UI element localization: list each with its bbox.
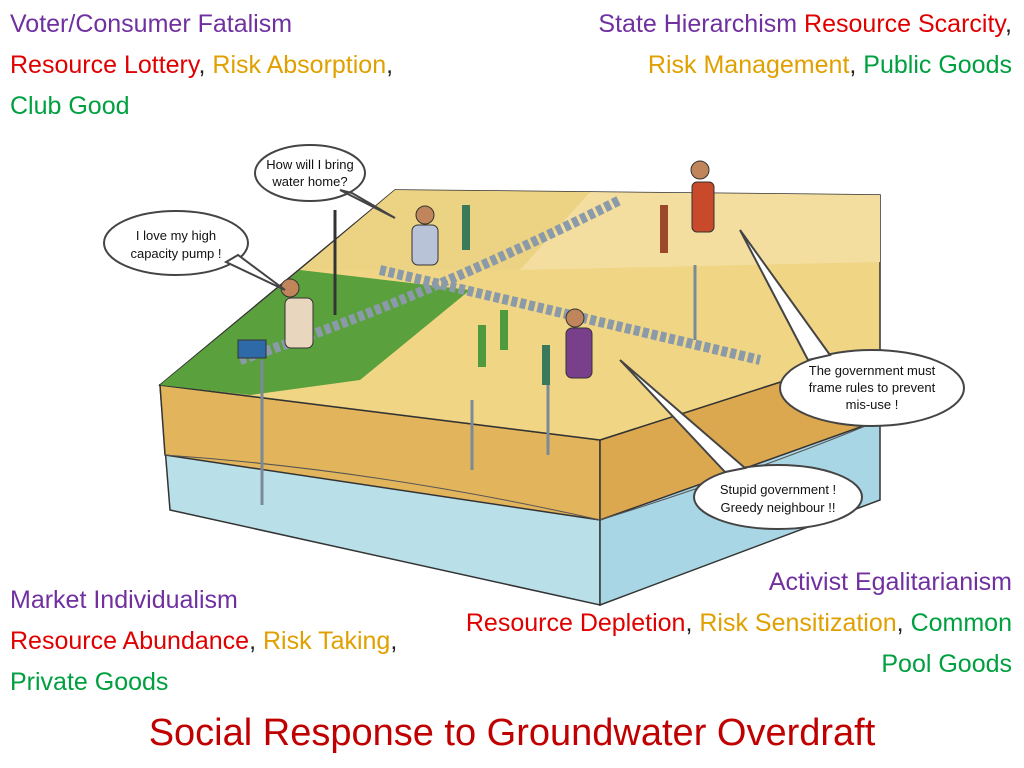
water-table-line: [164, 419, 881, 521]
hierarchism-resource: Resource Scarcity: [804, 10, 1006, 38]
hierarchism-goods: Public Goods: [863, 51, 1012, 79]
caption-hierarchism: State Hierarchism Resource Scarcity, Ris…: [572, 4, 1012, 86]
hierarchist-bubble-line3: mis-use !: [846, 397, 899, 412]
hierarchist-figure-body: [691, 181, 715, 233]
caption-fatalism: Voter/Consumer Fatalism Resource Lottery…: [10, 4, 430, 127]
hand-pump-hierarchist: [660, 205, 668, 253]
hand-pump-egalitarian: [542, 345, 550, 385]
hierarchist-speech-bubble: The government must frame rules to preve…: [739, 229, 965, 427]
individualism-heading: Market Individualism: [10, 586, 238, 614]
fatalist-speech-bubble: How will I bring water home?: [254, 144, 396, 219]
egalitarianism-goods: Common Pool Goods: [881, 609, 1012, 678]
hierarchism-sep2: ,: [849, 51, 857, 79]
caption-individualism: Market Individualism Resource Abundance,…: [10, 580, 450, 703]
fatalist-figure-head: [415, 205, 435, 225]
egalitarianism-heading: Activist Egalitarianism: [768, 568, 1012, 596]
stone-wall-2: [378, 265, 762, 365]
egalitarian-speech-bubble: Stupid government ! Greedy neighbour !!: [619, 359, 863, 530]
individualist-bubble-line1: I love my high: [136, 228, 216, 243]
individualist-bubble-line2: capacity pump !: [130, 246, 221, 261]
caption-egalitarianism: Activist Egalitarianism Resource Depleti…: [452, 562, 1012, 685]
egalitarian-figure-head: [565, 308, 585, 328]
fatalism-heading: Voter/Consumer Fatalism: [10, 10, 293, 38]
page-title: Social Response to Groundwater Overdraft: [148, 712, 876, 754]
hand-pump-fatalist: [462, 205, 470, 250]
egalitarian-bubble-line2: Greedy neighbour !!: [721, 500, 836, 515]
egalitarianism-sep1: ,: [685, 609, 700, 637]
fatalist-figure-body: [411, 224, 439, 266]
individualism-sep1: ,: [249, 627, 263, 655]
fatalist-bubble-line2: water home?: [271, 174, 347, 189]
motor-pump-individualist: [237, 339, 267, 359]
hierarchist-figure-head: [690, 160, 710, 180]
fatalism-sep1: ,: [198, 51, 213, 79]
fatalism-risk: Risk Absorption: [212, 51, 387, 79]
cactus-2: [500, 310, 508, 350]
egalitarian-figure-body: [565, 327, 593, 379]
individualism-goods: Private Goods: [10, 668, 169, 696]
egalitarianism-sep2: ,: [896, 609, 911, 637]
individualism-risk: Risk Taking: [262, 627, 391, 655]
hierarchism-sep1: ,: [1005, 10, 1012, 38]
fatalism-resource: Resource Lottery: [10, 51, 199, 79]
stone-wall-1: [238, 195, 623, 365]
fatalism-sep2: ,: [386, 51, 394, 79]
individualism-sep2: ,: [390, 627, 398, 655]
fatalism-goods: Club Good: [10, 92, 130, 120]
hierarchist-bubble-line2: frame rules to prevent: [809, 380, 936, 395]
egalitarian-bubble-line1: Stupid government !: [720, 482, 836, 497]
hierarchism-risk: Risk Management: [647, 51, 850, 79]
individualism-resource: Resource Abundance: [10, 627, 250, 655]
fatalist-bubble-line1: How will I bring: [266, 157, 353, 172]
cactus-1: [478, 325, 486, 367]
egalitarianism-risk: Risk Sensitization: [699, 609, 897, 637]
individualist-figure-body: [284, 297, 314, 349]
hierarchism-heading: State Hierarchism: [598, 10, 798, 38]
individualist-speech-bubble: I love my high capacity pump !: [103, 210, 286, 291]
hierarchist-bubble-line1: The government must: [809, 363, 936, 378]
egalitarianism-resource: Resource Depletion: [465, 609, 686, 637]
